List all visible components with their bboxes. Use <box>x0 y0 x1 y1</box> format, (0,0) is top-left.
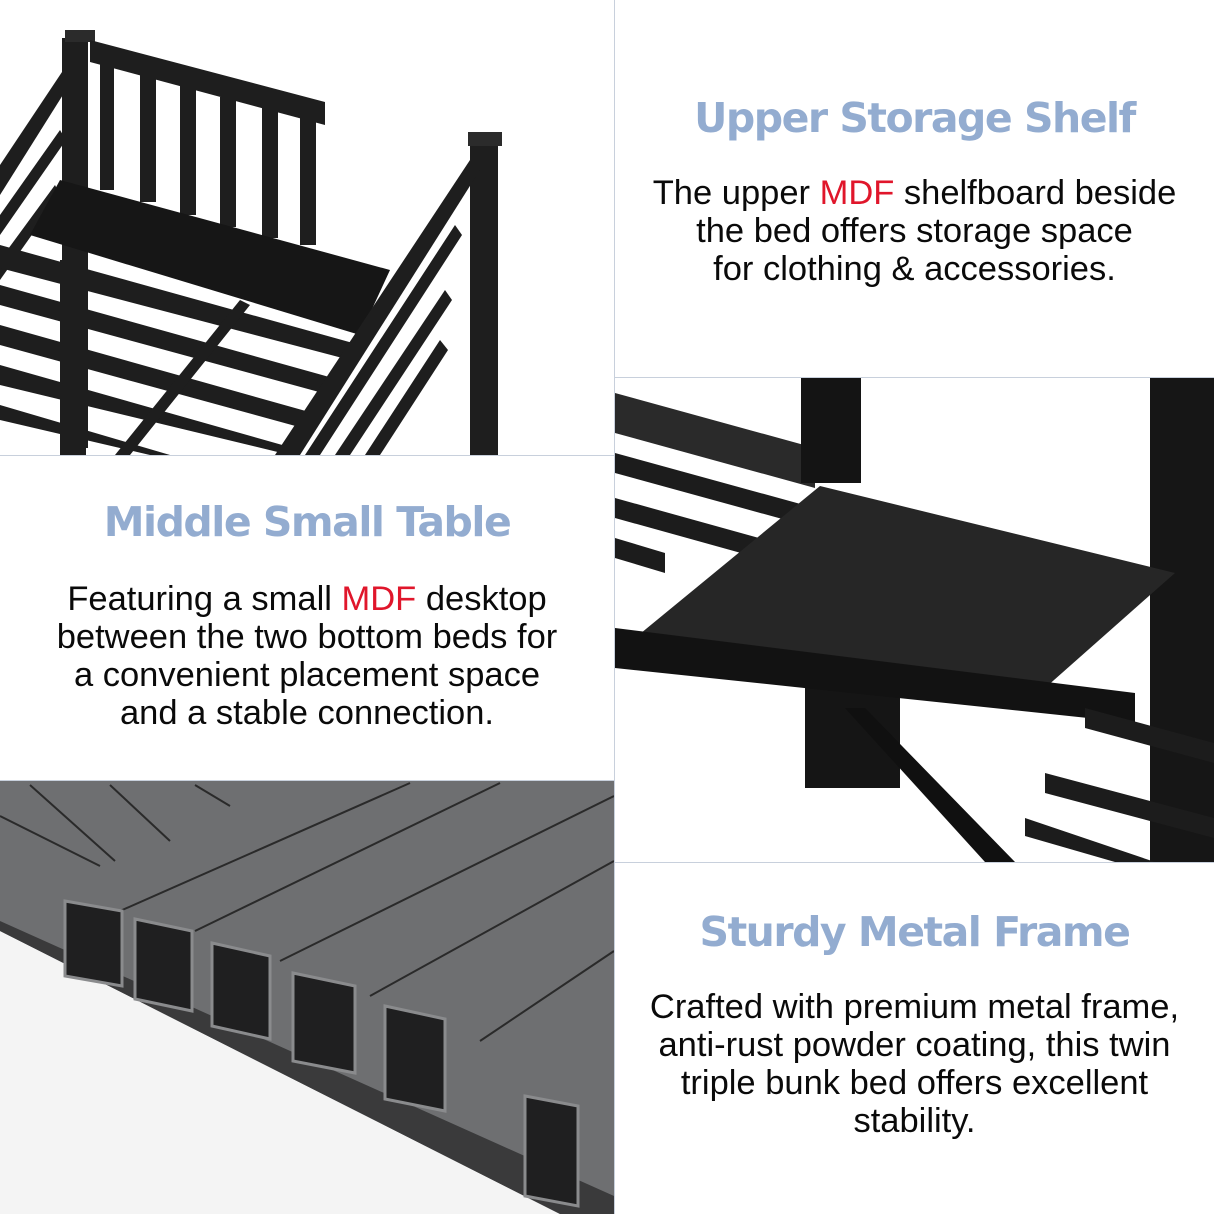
text-line: Featuring a small MDF desktop <box>67 580 547 618</box>
heading-upper-storage-shelf: Upper Storage Shelf <box>694 94 1136 142</box>
text-line: anti-rust powder coating, this twin <box>658 1026 1171 1064</box>
mdf-highlight: MDF <box>341 580 417 618</box>
text-line: stability. <box>853 1102 976 1140</box>
row-divider-left-2 <box>0 780 614 781</box>
text-line: and a stable connection. <box>119 694 495 732</box>
mdf-highlight: MDF <box>819 174 895 212</box>
middle-table-photo <box>615 378 1214 862</box>
text-line: Crafted with premium metal frame, <box>649 988 1180 1026</box>
row-divider-right-1 <box>615 377 1214 378</box>
heading-middle-small-table: Middle Small Table <box>103 498 512 546</box>
heading-sturdy-metal-frame: Sturdy Metal Frame <box>699 908 1131 956</box>
text-line: the bed offers storage space <box>696 212 1133 250</box>
text-line: The upper MDF shelfboard beside <box>652 174 1177 212</box>
text-line: triple bunk bed offers excellent <box>680 1064 1149 1102</box>
description-upper-storage-shelf: The upper MDF shelfboard beside the bed … <box>653 174 1177 288</box>
bunk-bed-upper-shelf-photo <box>0 0 614 455</box>
row-divider-left-1 <box>0 455 614 456</box>
section-middle-small-table: Middle Small Table Featuring a small MDF… <box>0 456 614 780</box>
section-sturdy-metal-frame: Sturdy Metal Frame Crafted with premium … <box>615 862 1214 1214</box>
text-line: for clothing & accessories. <box>713 250 1116 288</box>
text-line: a convenient placement space <box>73 656 541 694</box>
section-upper-storage-shelf: Upper Storage Shelf The upper MDF shelfb… <box>615 0 1214 378</box>
column-divider <box>614 0 615 1214</box>
text-line: between the two bottom beds for <box>56 618 558 656</box>
description-middle-small-table: Featuring a small MDF desktop between th… <box>57 580 558 732</box>
row-divider-right-2 <box>615 862 1214 863</box>
metal-tubes-photo <box>0 781 614 1214</box>
description-sturdy-metal-frame: Crafted with premium metal frame, anti-r… <box>650 988 1179 1140</box>
